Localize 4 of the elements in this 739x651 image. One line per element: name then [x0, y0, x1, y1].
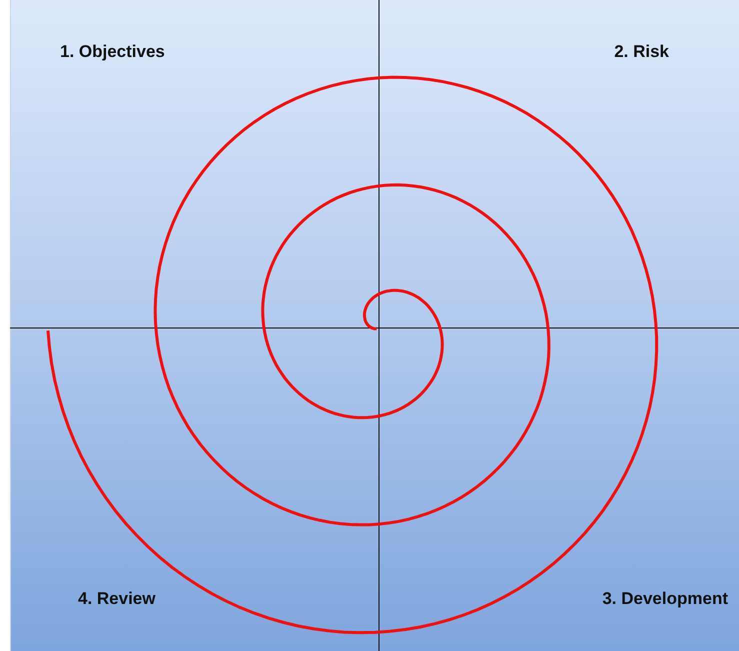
quadrant-label: 2. Risk [614, 42, 669, 62]
quadrant-label: 1. Objectives [60, 42, 165, 62]
quadrant-label: 4. Review [78, 589, 156, 609]
quadrant-label: 3. Development [602, 589, 728, 609]
